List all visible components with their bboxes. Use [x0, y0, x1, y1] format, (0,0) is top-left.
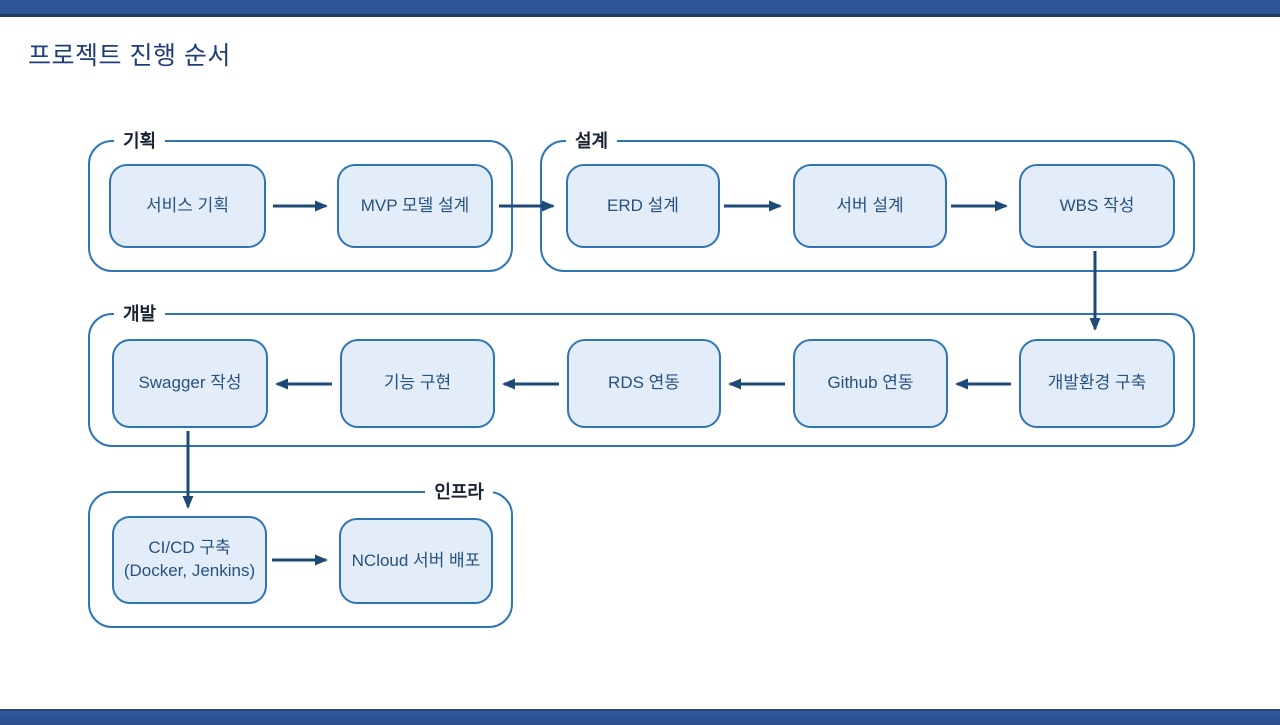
node-github-integration-label: Github 연동: [827, 373, 914, 393]
group-development: 개발 Swagger 작성 기능 구현 RDS 연동 Github 연동 개발환…: [88, 303, 1195, 447]
node-service-planning: 서비스 기획: [109, 164, 266, 248]
node-erd-design: ERD 설계: [566, 164, 720, 248]
group-design-label: 설계: [566, 130, 618, 153]
node-erd-design-label: ERD 설계: [607, 195, 679, 215]
node-cicd-setup: CI/CD 구축 (Docker, Jenkins): [112, 516, 267, 604]
node-swagger-writing: Swagger 작성: [112, 339, 268, 428]
group-design: 설계 ERD 설계 서버 설계 WBS 작성: [540, 130, 1195, 272]
node-github-integration: Github 연동: [793, 339, 948, 428]
node-wbs-writing-label: WBS 작성: [1059, 195, 1135, 215]
group-development-label: 개발: [114, 303, 166, 326]
group-infra-label: 인프라: [425, 481, 493, 504]
group-planning-label: 기획: [114, 130, 166, 153]
node-dev-env-setup-label: 개발환경 구축: [1047, 373, 1147, 393]
node-ncloud-deploy-label: NCloud 서버 배포: [351, 550, 481, 570]
node-server-design: 서버 설계: [793, 164, 947, 248]
node-cicd-setup-sublabel: (Docker, Jenkins): [123, 561, 256, 580]
node-rds-integration: RDS 연동: [567, 339, 721, 428]
group-planning: 기획 서비스 기획 MVP 모델 설계: [88, 130, 513, 272]
node-service-planning-label: 서비스 기획: [146, 195, 229, 215]
node-cicd-setup-label: CI/CD 구축: [148, 538, 231, 558]
node-mvp-model-design-label: MVP 모델 설계: [360, 195, 470, 215]
node-feature-implementation-label: 기능 구현: [383, 373, 452, 393]
node-wbs-writing: WBS 작성: [1019, 164, 1175, 248]
page-title: 프로젝트 진행 순서: [28, 42, 231, 70]
node-mvp-model-design: MVP 모델 설계: [337, 164, 493, 248]
node-ncloud-deploy: NCloud 서버 배포: [339, 518, 493, 604]
node-dev-env-setup: 개발환경 구축: [1019, 339, 1175, 428]
node-feature-implementation: 기능 구현: [340, 339, 495, 428]
group-infra: 인프라 CI/CD 구축 (Docker, Jenkins) NCloud 서버…: [88, 481, 513, 628]
top-accent-bar: [0, 0, 1280, 17]
node-swagger-writing-label: Swagger 작성: [138, 373, 242, 393]
bottom-accent-bar: [0, 709, 1280, 725]
node-rds-integration-label: RDS 연동: [608, 373, 680, 393]
node-server-design-label: 서버 설계: [836, 195, 904, 215]
